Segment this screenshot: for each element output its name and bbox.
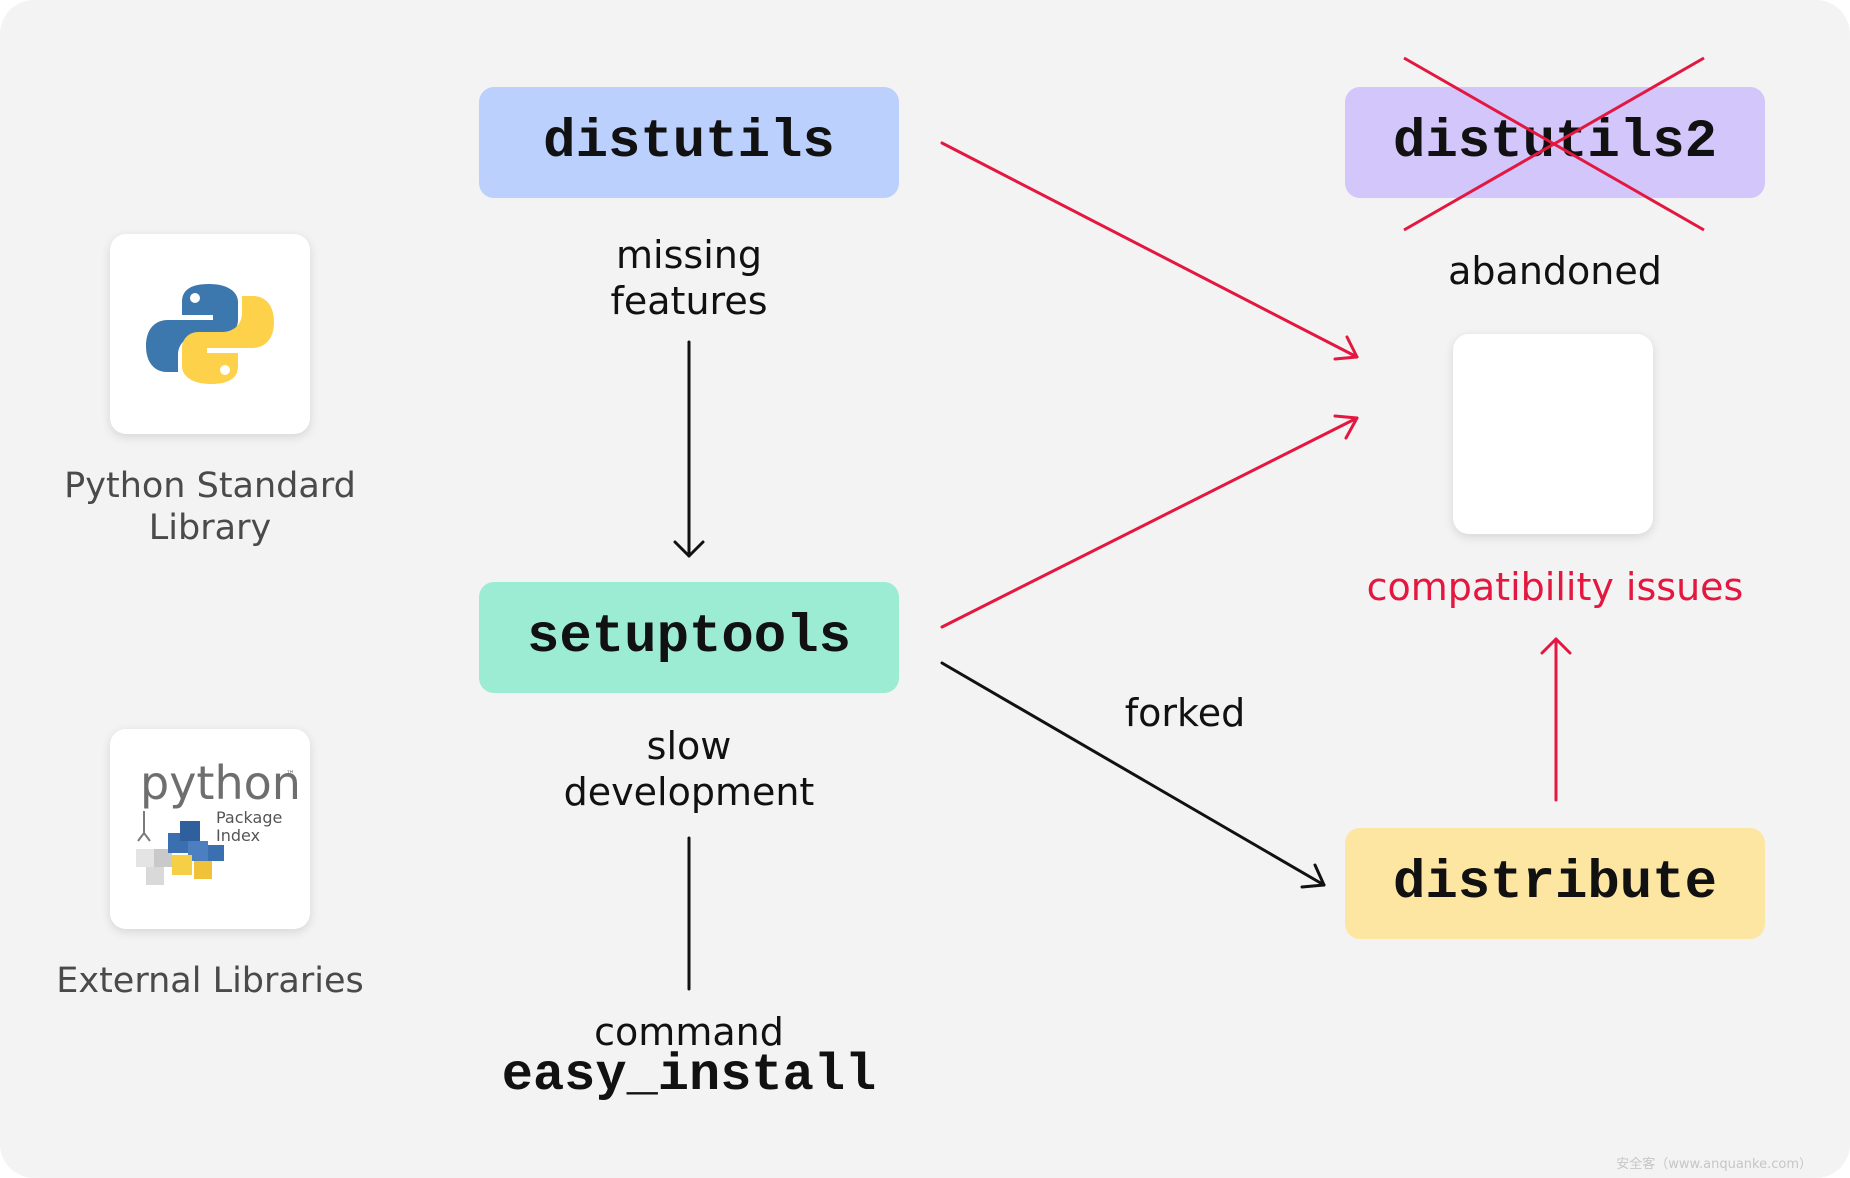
missing-features-label: missing features [519, 232, 859, 324]
slow-development-line2: development [563, 770, 815, 814]
pypi-logo-sub2: Index [216, 826, 260, 845]
command-label: command [594, 1010, 784, 1054]
missing-features-line1: missing [616, 233, 762, 277]
setuptools-node: setuptools [479, 582, 899, 693]
watermark: 安全客（www.anquanke.com） [1616, 1157, 1812, 1172]
pypi-logo-wordmark: python [140, 756, 301, 810]
blank-tile [1453, 334, 1653, 534]
pypi-tile: python ™ Package Index [110, 729, 310, 929]
abandoned-label: abandoned [1448, 249, 1662, 293]
slow-development-label: slow development [519, 723, 859, 815]
cross-out-icon [1403, 56, 1705, 232]
compatibility-issues-label: compatibility issues [1366, 565, 1744, 609]
python-logo-icon [146, 284, 274, 384]
missing-features-line2: features [610, 279, 768, 323]
pypi-logo-tm: ™ [286, 770, 295, 780]
slow-development-line1: slow [646, 724, 732, 768]
arrow-setuptools-to-distribute [940, 661, 1326, 889]
arrow-distribute-to-compatibility [1540, 637, 1572, 802]
distutils-node: distutils [479, 87, 899, 198]
arrow-distutils-to-compatibility [940, 141, 1359, 361]
pypi-logo-sub1: Package [216, 808, 282, 827]
arrow-distutils-to-setuptools [673, 340, 705, 558]
forked-label: forked [1124, 691, 1246, 735]
easy-install-command: easy_install [501, 1046, 877, 1105]
distribute-node: distribute [1345, 828, 1765, 939]
external-libraries-label: External Libraries [56, 961, 364, 1001]
python-stdlib-tile [110, 234, 310, 434]
pypi-logo-icon: python ™ Package Index [136, 756, 301, 885]
arrow-setuptools-to-compatibility [940, 414, 1359, 629]
python-stdlib-label: Python Standard Library [64, 466, 356, 548]
